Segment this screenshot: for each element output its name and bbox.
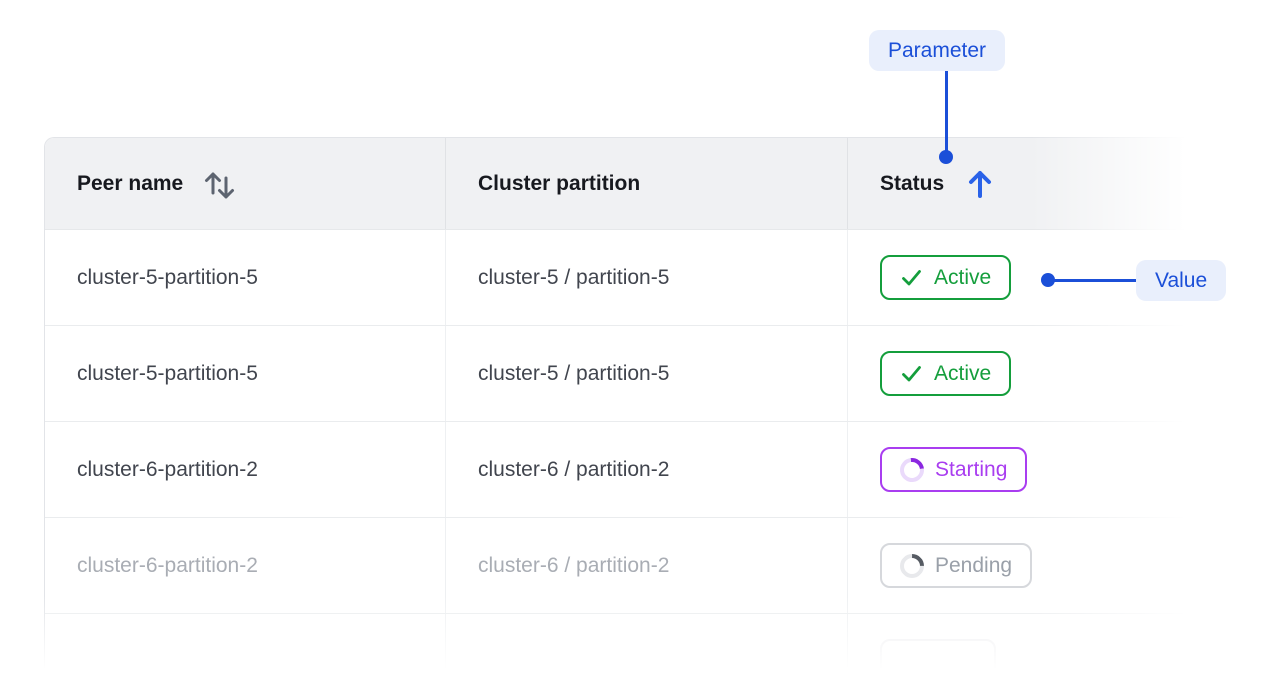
status-badge-pending: Pending xyxy=(880,543,1033,588)
parameter-connector-line xyxy=(945,71,948,151)
status-label: Active xyxy=(934,361,992,385)
column-header-label: Status xyxy=(880,171,945,195)
status-cell: Active xyxy=(848,230,1210,325)
table-row[interactable] xyxy=(45,614,1210,688)
check-icon xyxy=(900,266,923,289)
status-cell xyxy=(848,614,1210,688)
status-label: Starting xyxy=(935,457,1008,481)
status-badge-starting: Starting xyxy=(880,447,1028,492)
column-header-cluster-partition[interactable]: Cluster partition xyxy=(446,138,848,229)
cluster-partition-cell: cluster-6 / partition-2 xyxy=(446,422,848,517)
check-icon xyxy=(900,362,923,385)
table-header: Peer name Cluster partition Status xyxy=(45,138,1210,230)
status-badge-ghost xyxy=(880,639,996,684)
status-label: Pending xyxy=(935,553,1013,577)
table-row[interactable]: cluster-6-partition-2 cluster-6 / partit… xyxy=(45,422,1210,518)
sort-both-icon xyxy=(201,166,237,202)
status-label: Active xyxy=(934,265,992,289)
cluster-partition-cell: cluster-5 / partition-5 xyxy=(446,326,848,421)
parameter-callout-label: Parameter xyxy=(888,38,987,62)
cluster-partition-cell: cluster-6 / partition-2 xyxy=(446,518,848,613)
sort-asc-icon xyxy=(962,166,998,202)
value-connector-dot xyxy=(1041,273,1055,287)
spinner-icon xyxy=(895,548,929,583)
peer-name-cell: cluster-6-partition-2 xyxy=(45,518,446,613)
peers-table: Peer name Cluster partition Status xyxy=(44,137,1210,688)
status-badge-active: Active xyxy=(880,255,1012,300)
column-header-label: Peer name xyxy=(77,171,184,195)
status-cell: Active xyxy=(848,326,1210,421)
status-cell: Starting xyxy=(848,422,1210,517)
table-row[interactable]: cluster-6-partition-2 cluster-6 / partit… xyxy=(45,518,1210,614)
status-badge-active: Active xyxy=(880,351,1012,396)
value-connector-line xyxy=(1054,279,1136,282)
status-cell: Pending xyxy=(848,518,1210,613)
peer-name-cell: cluster-6-partition-2 xyxy=(45,422,446,517)
column-header-status[interactable]: Status xyxy=(848,138,1210,229)
peer-name-cell xyxy=(45,614,446,688)
column-header-label: Cluster partition xyxy=(478,171,641,195)
parameter-connector-dot xyxy=(939,150,953,164)
parameter-callout: Parameter xyxy=(869,30,1006,71)
value-callout: Value xyxy=(1136,260,1227,301)
cluster-partition-cell: cluster-5 / partition-5 xyxy=(446,230,848,325)
table-row[interactable]: cluster-5-partition-5 cluster-5 / partit… xyxy=(45,326,1210,422)
cluster-partition-cell xyxy=(446,614,848,688)
spinner-icon xyxy=(895,452,929,487)
value-callout-label: Value xyxy=(1155,268,1208,292)
column-header-peer-name[interactable]: Peer name xyxy=(45,138,446,229)
peer-name-cell: cluster-5-partition-5 xyxy=(45,230,446,325)
peer-name-cell: cluster-5-partition-5 xyxy=(45,326,446,421)
table-row[interactable]: cluster-5-partition-5 cluster-5 / partit… xyxy=(45,230,1210,326)
